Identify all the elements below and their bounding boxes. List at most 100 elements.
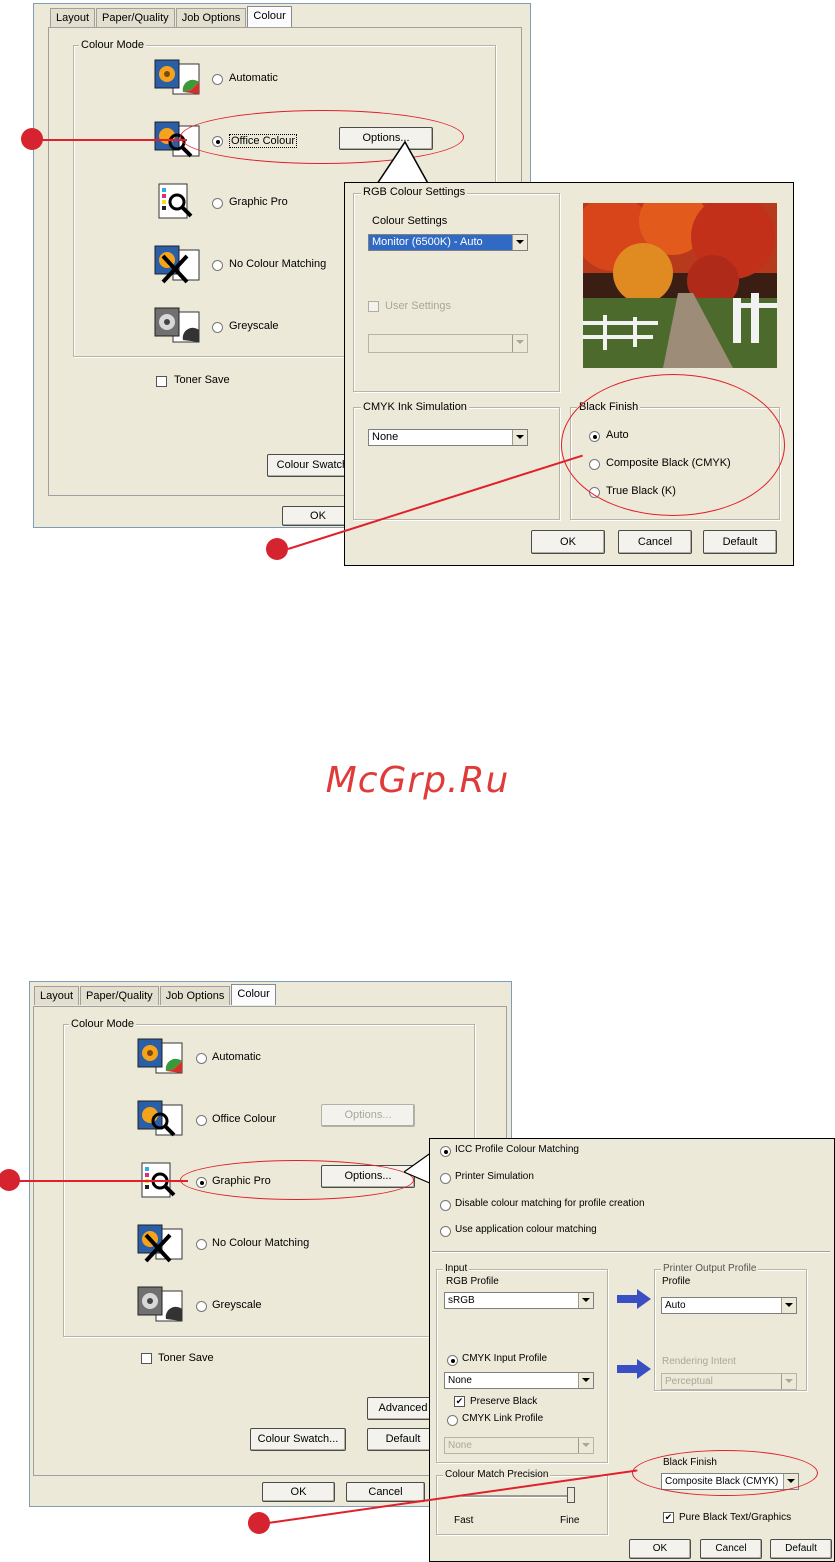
tab-colour[interactable]: Colour [231, 984, 276, 1005]
cmyk-input-profile-radio[interactable] [447, 1355, 458, 1366]
tab-layout[interactable]: Layout [50, 8, 96, 27]
no-colour-matching-radio[interactable] [212, 260, 223, 271]
colour-settings-label: Colour Settings [372, 215, 448, 227]
callout-marker-3 [0, 1169, 20, 1191]
icc-profile-radio[interactable] [440, 1146, 451, 1157]
automatic-radio[interactable] [212, 74, 223, 85]
greyscale-radio[interactable] [196, 1301, 207, 1312]
options-default-button[interactable]: Default [703, 530, 777, 554]
tab-page: Colour Mode Automatic Office Colour Opti… [33, 1006, 507, 1476]
cmyk-link-profile-select[interactable]: None [444, 1437, 594, 1454]
no-colour-matching-radio[interactable] [196, 1239, 207, 1250]
office-colour-mode-icon [137, 1100, 183, 1137]
printer-output-profile-label: Printer Output Profile [661, 1263, 759, 1274]
user-settings-label: User Settings [385, 300, 452, 312]
colour-match-precision-group [436, 1475, 608, 1535]
colour-swatch-button[interactable]: Colour Swatch... [267, 454, 367, 477]
cmyk-input-profile-label: CMYK Input Profile [462, 1353, 548, 1364]
automatic-mode-icon [154, 59, 200, 95]
cmyk-ink-simulation-value: None [372, 431, 399, 443]
colour-swatch-button[interactable]: Colour Swatch... [250, 1428, 346, 1451]
chevron-down-icon[interactable] [578, 1293, 593, 1308]
greyscale-radio[interactable] [212, 322, 223, 333]
options-cancel-button[interactable]: Cancel [618, 530, 692, 554]
toner-save-label: Toner Save [158, 1352, 214, 1364]
callout-ellipse-black-finish [561, 374, 785, 516]
graphic-pro-radio[interactable] [212, 198, 223, 209]
use-application-matching-label: Use application colour matching [455, 1224, 597, 1235]
cmyk-input-profile-select[interactable]: None [444, 1372, 594, 1389]
rgb-profile-select[interactable]: sRGB [444, 1292, 594, 1309]
cmyk-link-profile-value: None [448, 1440, 472, 1451]
automatic-label: Automatic [229, 72, 278, 84]
colour-match-precision-label: Colour Match Precision [443, 1469, 551, 1480]
arrow-right-icon [617, 1359, 651, 1379]
printer-simulation-radio[interactable] [440, 1173, 451, 1184]
no-colour-matching-mode-icon [137, 1224, 183, 1263]
options-ok-button[interactable]: OK [531, 530, 605, 554]
colour-mode-label: Colour Mode [69, 1018, 136, 1030]
precision-fast-label: Fast [454, 1515, 474, 1526]
rendering-intent-select[interactable]: Perceptual [661, 1373, 797, 1390]
tab-strip: Layout Paper/Quality Job Options Colour [50, 6, 293, 28]
precision-slider-thumb[interactable] [567, 1487, 575, 1503]
office-colour-radio[interactable] [196, 1115, 207, 1126]
office-colour-label: Office Colour [212, 1113, 276, 1125]
automatic-label: Automatic [212, 1051, 261, 1063]
chevron-down-icon[interactable] [578, 1438, 593, 1453]
automatic-radio[interactable] [196, 1053, 207, 1064]
printer-simulation-label: Printer Simulation [455, 1171, 534, 1182]
use-application-matching-radio[interactable] [440, 1226, 451, 1237]
callout-marker-2 [266, 538, 288, 560]
toner-save-checkbox[interactable] [141, 1353, 152, 1364]
colour-settings-select[interactable]: Monitor (6500K) - Auto [368, 234, 528, 251]
automatic-mode-icon [137, 1038, 183, 1074]
tab-colour[interactable]: Colour [247, 6, 292, 27]
cmyk-ink-simulation-group [353, 407, 560, 520]
precision-fine-label: Fine [560, 1515, 580, 1526]
ok-button[interactable]: OK [282, 506, 354, 526]
no-colour-matching-label: No Colour Matching [212, 1237, 310, 1249]
chevron-down-icon[interactable] [512, 235, 527, 250]
tab-paper-quality[interactable]: Paper/Quality [96, 8, 175, 27]
tab-layout[interactable]: Layout [34, 986, 80, 1005]
cancel-button[interactable]: Cancel [346, 1482, 425, 1502]
chevron-down-icon[interactable] [512, 430, 527, 445]
graphic-pro-options-dialog: ICC Profile Colour Matching Printer Simu… [429, 1138, 835, 1562]
chevron-down-icon[interactable] [578, 1373, 593, 1388]
office-colour-options-button[interactable]: Options... [321, 1104, 415, 1127]
toner-save-checkbox[interactable] [156, 376, 167, 387]
user-settings-checkbox[interactable] [368, 301, 379, 312]
greyscale-mode-icon [154, 307, 200, 343]
advanced-button[interactable]: Advanced [367, 1397, 439, 1420]
input-group-label: Input [443, 1263, 470, 1274]
precision-slider-track[interactable] [462, 1495, 572, 1498]
options-default-button[interactable]: Default [770, 1539, 832, 1559]
pure-black-checkbox[interactable]: ✔ [663, 1512, 674, 1523]
options-cancel-button[interactable]: Cancel [700, 1539, 762, 1559]
options-ok-button[interactable]: OK [629, 1539, 691, 1559]
no-colour-matching-mode-icon [154, 245, 200, 284]
user-settings-select[interactable] [368, 334, 528, 353]
disable-matching-radio[interactable] [440, 1200, 451, 1211]
preview-photo [583, 203, 777, 368]
chevron-down-icon[interactable] [512, 335, 527, 352]
tab-job-options[interactable]: Job Options [175, 8, 247, 27]
ok-button[interactable]: OK [262, 1482, 335, 1502]
tab-job-options[interactable]: Job Options [159, 986, 231, 1005]
greyscale-label: Greyscale [212, 1299, 262, 1311]
cmyk-link-profile-label: CMYK Link Profile [462, 1413, 544, 1424]
callout-ellipse-graphic-pro [180, 1160, 414, 1200]
tab-paper-quality[interactable]: Paper/Quality [80, 986, 159, 1005]
preserve-black-checkbox[interactable]: ✔ [454, 1396, 465, 1407]
rendering-intent-value: Perceptual [665, 1376, 713, 1387]
cmyk-ink-simulation-select[interactable]: None [368, 429, 528, 446]
chevron-down-icon[interactable] [781, 1298, 796, 1313]
profile-select[interactable]: Auto [661, 1297, 797, 1314]
chevron-down-icon[interactable] [781, 1374, 796, 1389]
profile-label: Profile [662, 1276, 691, 1287]
profile-value: Auto [665, 1300, 686, 1311]
cmyk-link-profile-radio[interactable] [447, 1415, 458, 1426]
cmyk-input-profile-value: None [448, 1375, 472, 1386]
callout-line-graphic-pro [18, 1180, 188, 1182]
